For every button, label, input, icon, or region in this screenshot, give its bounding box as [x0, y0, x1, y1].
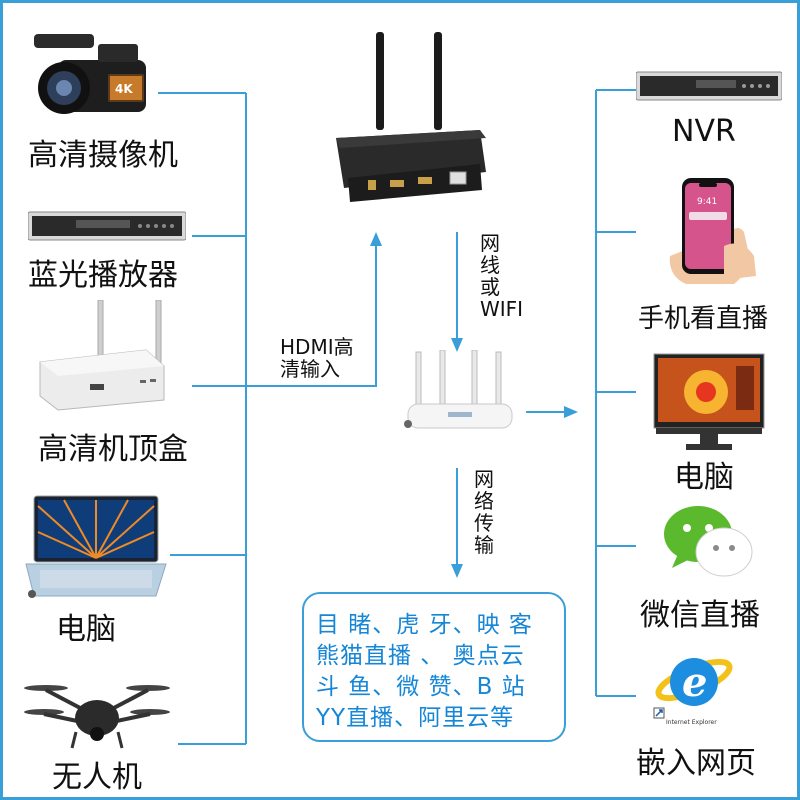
network-label: 网 线 或 WIFI	[480, 232, 540, 320]
input-label-laptop: 电脑	[56, 612, 116, 647]
input-label-drone: 无人机	[52, 760, 142, 795]
arrow-right-head	[564, 406, 578, 418]
camcorder-icon: 4K	[34, 34, 146, 114]
transfer-char-1: 网	[474, 467, 494, 491]
browser-caption: Internet Explorer	[666, 719, 717, 726]
network-label-char-2: 线	[480, 253, 500, 277]
phone-time-text: 9:41	[697, 197, 717, 207]
wechat-icon	[664, 506, 753, 577]
monitor-icon	[653, 353, 765, 450]
drone-icon	[24, 685, 170, 749]
output-label-wechat: 微信直播	[640, 598, 760, 633]
input-label-bluray: 蓝光播放器	[28, 258, 178, 293]
output-label-pc: 电脑	[674, 460, 734, 495]
transfer-char-3: 传	[474, 511, 494, 535]
hdmi-input-line	[246, 240, 377, 387]
encoder-icon	[336, 32, 486, 202]
network-transfer-label: 网 络 传 输	[474, 468, 534, 556]
router-icon	[404, 350, 513, 429]
network-label-wifi: WIFI	[480, 297, 524, 321]
smartphone-icon: 9:41	[669, 178, 756, 284]
nvr-icon	[636, 71, 782, 101]
arrow-up-head	[370, 232, 382, 246]
transfer-char-2: 络	[474, 489, 494, 513]
output-label-web: 嵌入网页	[636, 746, 756, 781]
platform-line-2: 熊猫直播 、 奥点云	[316, 643, 525, 669]
network-label-char-3: 或	[480, 275, 500, 299]
output-label-phone: 手机看直播	[638, 304, 769, 334]
platform-line-4: YY直播、阿里云等	[316, 705, 515, 731]
platform-list-box: 目 睹、虎 牙、映 客 熊猫直播 、 奥点云 斗 鱼、微 赞、B 站 YY直播、…	[302, 592, 566, 742]
hdmi-input-label: HDMI高 清输入	[280, 336, 354, 380]
platform-line-3: 斗 鱼、微 赞、B 站	[316, 674, 526, 700]
hdmi-input-line-2: 清输入	[280, 357, 340, 381]
internet-explorer-icon: e Internet Explorer	[652, 648, 736, 728]
laptop-icon	[25, 495, 167, 598]
svg-text:4K: 4K	[115, 82, 133, 96]
bluray-player-icon	[28, 211, 186, 241]
platform-line-1: 目 睹、虎 牙、映 客	[316, 612, 533, 638]
transfer-char-4: 输	[474, 533, 494, 557]
input-label-camcorder: 高清摄像机	[28, 138, 178, 173]
arrow-down-head	[451, 338, 463, 352]
arrow-down-head-2	[451, 564, 463, 578]
network-label-char-1: 网	[480, 231, 500, 255]
input-label-settop: 高清机顶盒	[38, 432, 188, 467]
output-label-nvr: NVR	[672, 114, 736, 149]
settop-box-icon	[39, 300, 165, 411]
hdmi-input-line-1: HDMI高	[280, 335, 354, 359]
svg-text:e: e	[682, 659, 707, 706]
